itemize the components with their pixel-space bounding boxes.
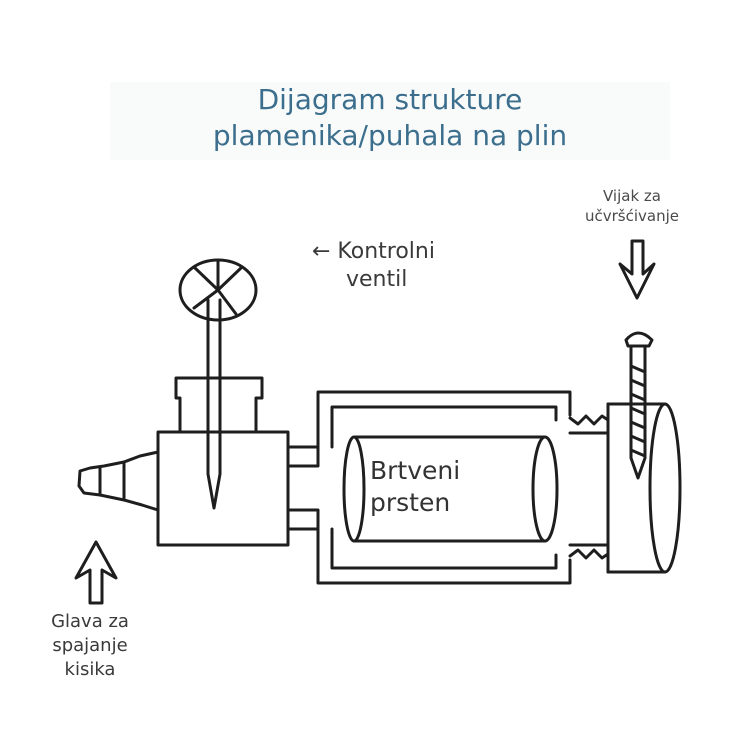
control-valve-label-line-2: ventil xyxy=(346,267,408,292)
valve-handwheel-icon xyxy=(178,258,258,322)
lower-thread xyxy=(568,543,610,560)
valve-stem xyxy=(206,298,222,510)
title-background xyxy=(110,82,670,160)
oxygen-head-label-line-1: Glava za xyxy=(51,611,129,632)
oxygen-head-label-line-2: spajanje xyxy=(52,635,128,656)
oxygen-head-label-line-3: kisika xyxy=(64,659,116,680)
control-valve-label-line-1: ← Kontrolni xyxy=(312,239,435,264)
sealing-ring-label-line-1: Brtveni xyxy=(370,456,461,485)
title-line-1: Dijagram strukture xyxy=(257,83,523,116)
valve-body xyxy=(156,430,290,547)
oxygen-nozzle xyxy=(77,450,160,512)
outer-chamber xyxy=(316,390,572,585)
arrow-up-icon xyxy=(74,540,118,605)
lower-passage xyxy=(286,508,320,531)
fixing-screw-label-line-1: Vijak za xyxy=(603,187,661,205)
oxygen-head-label: Glava za spajanje kisika xyxy=(30,610,150,682)
fixing-screw-label-line-2: učvršćivanje xyxy=(585,207,679,225)
sealing-ring-label: Brtveni prsten xyxy=(370,455,460,519)
upper-passage xyxy=(286,445,320,468)
control-valve-label: ← Kontrolni ventil xyxy=(312,238,435,294)
title-line-2: plamenika/puhala na plin xyxy=(212,119,568,152)
screw-icon xyxy=(624,331,654,480)
sealing-ring-label-line-2: prsten xyxy=(370,488,451,517)
fixing-screw-label: Vijak za učvršćivanje xyxy=(562,186,702,226)
sealing-ring-cylinder xyxy=(342,435,559,543)
page-title: Dijagram strukture plamenika/puhala na p… xyxy=(110,82,670,154)
outlet-cylinder xyxy=(606,402,682,574)
upper-thread xyxy=(568,414,610,435)
arrow-down-icon xyxy=(618,239,656,300)
